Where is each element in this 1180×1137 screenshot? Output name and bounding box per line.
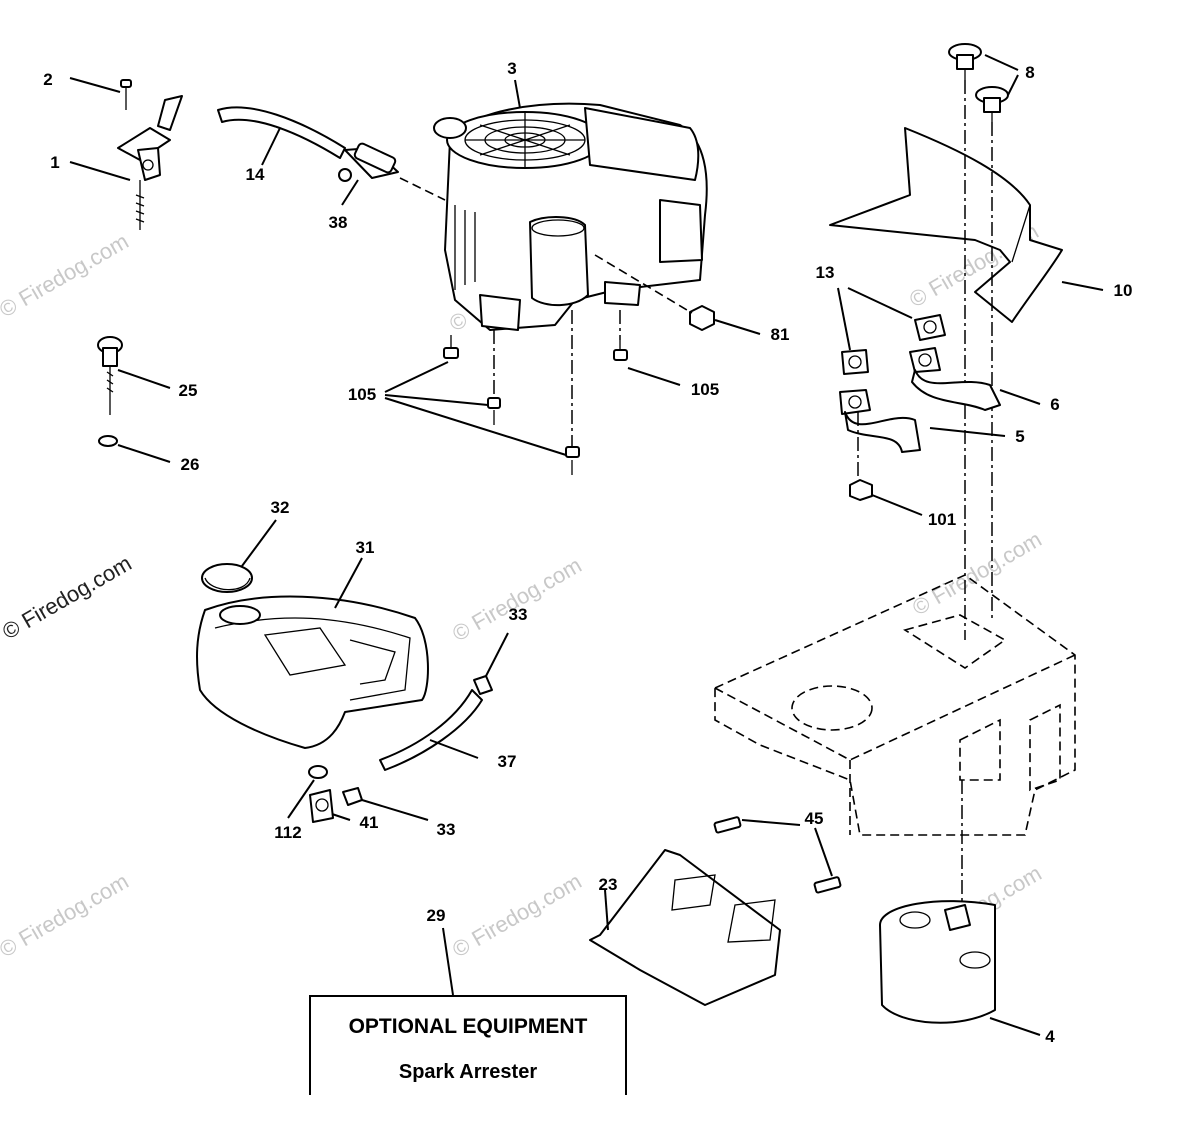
optional-equipment-box: OPTIONAL EQUIPMENT Spark Arrester [309, 995, 627, 1095]
callout-label: 10 [1114, 281, 1133, 300]
callout-label: 2 [43, 70, 52, 89]
knob-part [948, 43, 1009, 122]
callout-label: 26 [181, 455, 200, 474]
heat-shield-part [829, 127, 1063, 323]
callout-label: 23 [599, 875, 618, 894]
fuel-hose-part [217, 106, 446, 201]
engine-part [433, 102, 708, 331]
spark-arrester-part [589, 816, 842, 1006]
callout-label: 8 [1025, 63, 1034, 82]
callout-label: 105 [691, 380, 719, 399]
callout-label: 14 [246, 165, 265, 184]
callout-label: 32 [271, 498, 290, 517]
callout-label: 81 [771, 325, 790, 344]
dipstick-part [97, 336, 123, 447]
callout-label: 101 [928, 510, 956, 529]
watermark-text: © Firedog.com [448, 868, 586, 962]
callout-label: 31 [356, 538, 375, 557]
callout-label: 33 [509, 605, 528, 624]
exhaust-pipes-part [839, 314, 1001, 453]
frame-outline [714, 574, 1076, 836]
callout-label: 1 [50, 153, 59, 172]
watermark-text: © Firedog.com [0, 228, 133, 322]
watermark-text: © Firedog.com [0, 868, 133, 962]
callout-label: 4 [1045, 1027, 1055, 1046]
callout-label: 45 [805, 809, 824, 828]
watermark-text: © Firedog.com [448, 552, 586, 646]
callout-label: 5 [1015, 427, 1024, 446]
callout-label: 13 [816, 263, 835, 282]
muffler-part [879, 900, 996, 1024]
callout-labels: 1 2 3 4 5 6 8 10 13 14 23 25 26 29 31 32… [43, 59, 1132, 1046]
callout-label: 41 [360, 813, 379, 832]
callout-label: 105 [348, 385, 376, 404]
watermark-text: © Firedog.com [0, 550, 136, 644]
optional-equipment-subtitle: Spark Arrester [398, 1061, 538, 1083]
fuel-tank-part [196, 563, 429, 749]
callout-label: 29 [427, 906, 446, 925]
callout-label: 3 [507, 59, 516, 78]
optional-equipment-title: OPTIONAL EQUIPMENT [348, 1015, 588, 1038]
callout-label: 112 [274, 823, 301, 842]
callout-label: 33 [437, 820, 456, 839]
exhaust-nut-part [849, 479, 873, 501]
throttle-control-part [117, 79, 183, 230]
callout-label: 37 [498, 752, 517, 771]
fuel-line-part [308, 675, 493, 823]
callout-label: 38 [329, 213, 348, 232]
nut-part [689, 305, 715, 331]
watermark-text: © Firedog.com [908, 526, 1046, 620]
watermarks: © Firedog.com © Firedog.com © Firedog.co… [0, 218, 1046, 962]
engine-bolts-part [443, 310, 628, 475]
callout-label: 6 [1050, 395, 1059, 414]
callout-label: 25 [179, 381, 198, 400]
